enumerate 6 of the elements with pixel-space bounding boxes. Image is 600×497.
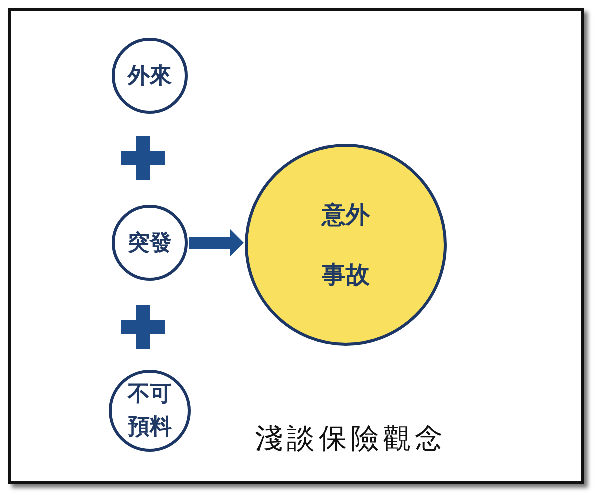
block-arrow — [189, 229, 244, 257]
circle-node: 不可預料 — [109, 370, 191, 452]
circle-node: 意外事故 — [245, 144, 447, 346]
caption: 淺談保險觀念 — [255, 421, 447, 457]
circle-node: 突發 — [112, 205, 188, 281]
circle-node: 外來 — [112, 38, 188, 114]
